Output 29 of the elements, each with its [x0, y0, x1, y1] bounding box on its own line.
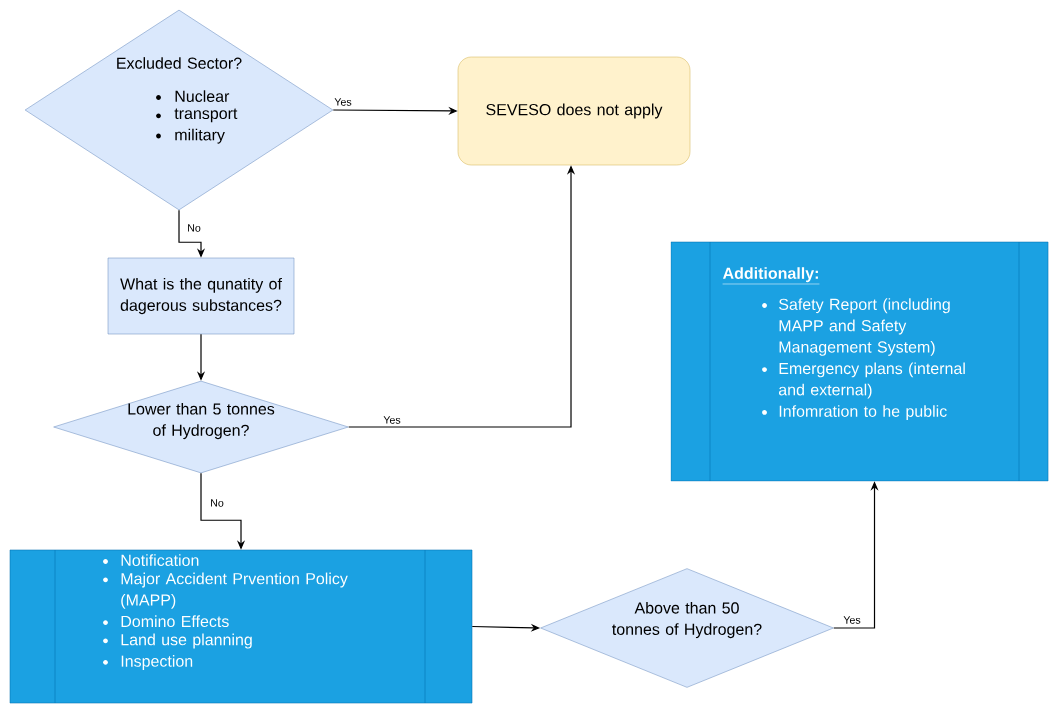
edge-label: No	[185, 222, 203, 234]
list-item: Major Accident Prvention Policy (MAPP)	[103, 572, 348, 609]
list-item: Nuclear	[156, 90, 230, 102]
list-item: Emergency plans (internal and external)	[762, 362, 965, 399]
list-item: Land use planning	[103, 633, 252, 649]
list-item: Notification	[103, 554, 199, 566]
process-box	[107, 257, 295, 335]
terminal-box	[457, 56, 691, 166]
process-box	[670, 241, 1049, 482]
list-item: Domino Effects	[103, 615, 229, 628]
label-text: Lower than 5 tonnes of Hydrogen?	[128, 402, 275, 440]
edge-label: Yes	[332, 96, 354, 108]
list-item: Safety Report (including MAPP and Safety Management System)	[762, 298, 950, 356]
heading-text: Excluded Sector?	[117, 57, 242, 69]
list-item: transport	[156, 108, 238, 123]
list-item: Inspection	[103, 655, 193, 670]
decision-diamond	[53, 380, 349, 474]
process-box	[9, 549, 473, 704]
list-item: Infomration to he public	[762, 405, 947, 421]
label-text: What is the qunatity of dagerous substances?	[120, 277, 282, 315]
decision-diamond	[540, 568, 834, 688]
edge-label: Yes	[842, 614, 863, 626]
label-text: Above than 50 tonnes of Hydrogen?	[612, 601, 762, 639]
edge-label: Yes	[381, 414, 403, 426]
list-item: military	[156, 128, 225, 144]
decision-diamond	[24, 9, 334, 211]
heading-text: Additionally:	[722, 267, 820, 285]
edge-label: No	[208, 497, 226, 509]
label-text: SEVESO does not apply	[486, 103, 663, 119]
